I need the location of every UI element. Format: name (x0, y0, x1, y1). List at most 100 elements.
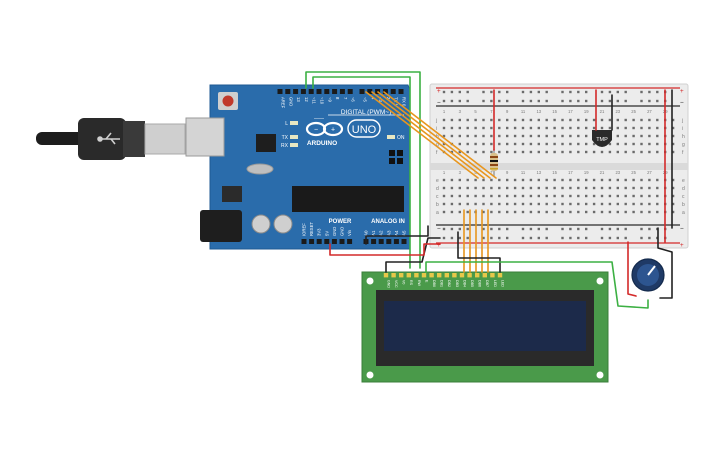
breadboard-hole[interactable] (600, 126, 604, 130)
breadboard-hole[interactable] (671, 118, 675, 122)
breadboard-hole[interactable] (490, 126, 493, 130)
breadboard-hole[interactable] (498, 134, 501, 138)
breadboard-hole[interactable] (490, 142, 493, 146)
breadboard-hole[interactable] (442, 142, 446, 146)
lcd-pin-1[interactable] (391, 273, 396, 278)
breadboard-hole[interactable] (640, 186, 643, 190)
digital-pin-2[interactable] (293, 89, 299, 94)
power-pin-2[interactable] (316, 239, 322, 244)
breadboard-hole[interactable] (608, 178, 612, 182)
digital-pin-11[interactable] (367, 89, 373, 94)
breadboard-hole[interactable] (577, 90, 580, 94)
breadboard-hole[interactable] (537, 178, 540, 182)
lcd-pin-15[interactable] (497, 273, 503, 278)
breadboard-hole[interactable] (561, 194, 564, 198)
breadboard-hole[interactable] (624, 202, 627, 206)
breadboard-hole[interactable] (624, 134, 627, 138)
lcd-pin-11[interactable] (467, 273, 472, 278)
power-pin-3[interactable] (324, 239, 330, 244)
breadboard-hole[interactable] (458, 227, 461, 231)
breadboard-hole[interactable] (561, 186, 564, 190)
analog-pin-5[interactable] (401, 239, 407, 244)
breadboard-hole[interactable] (616, 90, 619, 94)
breadboard-hole[interactable] (466, 126, 469, 130)
breadboard-hole[interactable] (577, 227, 580, 231)
breadboard-hole[interactable] (624, 210, 627, 214)
breadboard-hole[interactable] (648, 202, 651, 206)
breadboard-hole[interactable] (482, 178, 485, 182)
breadboard-hole[interactable] (506, 134, 509, 138)
breadboard-hole[interactable] (474, 194, 477, 198)
breadboard-hole[interactable] (656, 178, 659, 182)
breadboard-hole[interactable] (506, 186, 509, 190)
breadboard-hole[interactable] (521, 194, 525, 198)
breadboard-hole[interactable] (608, 236, 612, 240)
lcd-pin-13[interactable] (482, 273, 487, 278)
breadboard-hole[interactable] (577, 186, 580, 190)
breadboard-hole[interactable] (585, 90, 588, 94)
breadboard-hole[interactable] (537, 236, 540, 240)
breadboard-hole[interactable] (442, 90, 446, 94)
breadboard-hole[interactable] (498, 126, 501, 130)
breadboard-hole[interactable] (608, 142, 612, 146)
breadboard-hole[interactable] (506, 150, 509, 154)
breadboard-hole[interactable] (553, 134, 556, 138)
wire-black-lcd-gnd[interactable] (385, 237, 441, 273)
breadboard-hole[interactable] (466, 202, 469, 206)
breadboard-hole[interactable] (513, 142, 517, 146)
breadboard-hole[interactable] (561, 236, 564, 240)
breadboard-hole[interactable] (585, 227, 588, 231)
breadboard-hole[interactable] (466, 118, 469, 122)
breadboard-hole[interactable] (648, 186, 651, 190)
breadboard-hole[interactable] (608, 150, 612, 154)
lcd-pin-14[interactable] (490, 273, 495, 278)
lcd-pin-4[interactable] (414, 273, 419, 278)
digital-pin-0[interactable] (277, 89, 283, 94)
breadboard-hole[interactable] (585, 118, 588, 122)
breadboard-hole[interactable] (498, 202, 501, 206)
breadboard-hole[interactable] (616, 227, 619, 231)
breadboard-hole[interactable] (553, 186, 556, 190)
breadboard-hole[interactable] (466, 178, 469, 182)
wire-red-5v[interactable] (329, 243, 441, 256)
breadboard-hole[interactable] (506, 142, 509, 146)
breadboard-hole[interactable] (624, 194, 627, 198)
breadboard-hole[interactable] (513, 118, 517, 122)
breadboard-hole[interactable] (577, 134, 580, 138)
breadboard-hole[interactable] (648, 134, 651, 138)
breadboard-hole[interactable] (545, 236, 548, 240)
breadboard-hole[interactable] (450, 236, 454, 240)
digital-pin-5[interactable] (316, 89, 322, 94)
breadboard-hole[interactable] (616, 194, 619, 198)
breadboard-hole[interactable] (585, 202, 588, 206)
breadboard-hole[interactable] (616, 210, 619, 214)
breadboard-hole[interactable] (482, 126, 485, 130)
breadboard-hole[interactable] (592, 210, 596, 214)
breadboard-hole[interactable] (569, 210, 572, 214)
digital-pin-1[interactable] (285, 89, 291, 94)
breadboard-hole[interactable] (521, 186, 525, 190)
breadboard-hole[interactable] (640, 227, 643, 231)
breadboard-hole[interactable] (632, 150, 635, 154)
breadboard-holes[interactable] (442, 90, 675, 240)
breadboard-hole[interactable] (498, 236, 501, 240)
breadboard-hole[interactable] (490, 99, 493, 103)
breadboard-hole[interactable] (585, 194, 588, 198)
digital-header[interactable] (277, 89, 404, 94)
breadboard-hole[interactable] (529, 99, 533, 103)
breadboard-hole[interactable] (482, 99, 485, 103)
breadboard-hole[interactable] (585, 126, 588, 130)
breadboard-hole[interactable] (569, 194, 572, 198)
breadboard-hole[interactable] (490, 194, 493, 198)
breadboard-hole[interactable] (482, 236, 485, 240)
breadboard-hole[interactable] (577, 202, 580, 206)
breadboard-hole[interactable] (450, 178, 454, 182)
breadboard-hole[interactable] (442, 118, 446, 122)
breadboard-hole[interactable] (616, 150, 619, 154)
breadboard-hole[interactable] (577, 210, 580, 214)
breadboard-hole[interactable] (561, 227, 564, 231)
breadboard-hole[interactable] (545, 210, 548, 214)
digital-pin-9[interactable] (347, 89, 353, 94)
breadboard-hole[interactable] (545, 150, 548, 154)
breadboard-hole[interactable] (474, 134, 477, 138)
